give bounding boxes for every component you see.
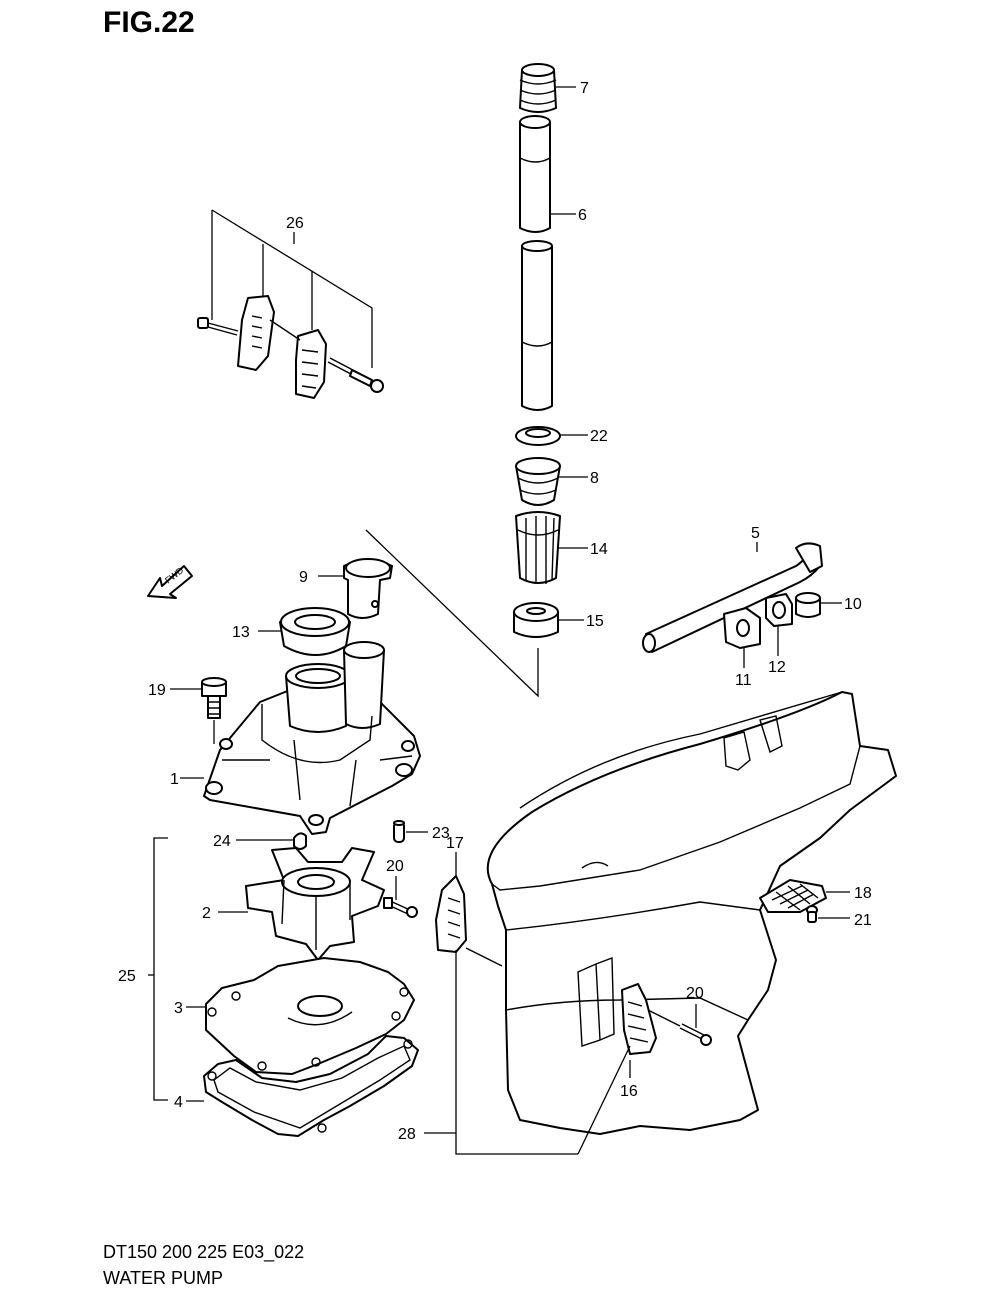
- part-11-grommet: [723, 607, 761, 649]
- callout-1: 1: [170, 771, 179, 788]
- part-22-seal: [515, 426, 561, 446]
- callout-13: 13: [232, 624, 250, 641]
- callout-8: 8: [590, 470, 599, 487]
- figure-code: DT150 200 225 E03_022: [103, 1242, 305, 1262]
- figure-name: WATER PUMP: [103, 1268, 223, 1288]
- callout-6: 6: [578, 207, 587, 224]
- callout-25: 25: [118, 968, 136, 985]
- forward-arrow-icon: FWD: [147, 565, 193, 599]
- part-9-bushing: [343, 558, 393, 619]
- callout-21: 21: [854, 912, 872, 929]
- part-10-cap: [795, 592, 821, 618]
- part-4-gasket: [203, 1035, 419, 1137]
- part-12-grommet: [765, 593, 793, 627]
- callout-18: 18: [854, 885, 872, 902]
- part-26-anode-set: [197, 209, 384, 399]
- callout-14: 14: [590, 541, 608, 558]
- part-20-bolt-left: [383, 897, 418, 918]
- part-21-screw: [806, 905, 818, 923]
- part-8-rubber-seal: [515, 457, 561, 506]
- callout-17: 17: [446, 835, 464, 852]
- part-13-seal: [279, 607, 351, 656]
- part-14-water-tube-seal: [515, 511, 561, 584]
- part-17-anode: [435, 852, 503, 967]
- callout-9: 9: [299, 569, 308, 586]
- part-6-water-tube: [519, 115, 553, 411]
- callout-23: 23: [432, 825, 450, 842]
- callout-15: 15: [586, 613, 604, 630]
- part-3-plate: [205, 957, 415, 1075]
- part-7-grommet: [519, 63, 557, 113]
- callout-3: 3: [174, 1000, 183, 1017]
- part-2-impeller: [245, 847, 385, 961]
- part-18-plate: [759, 879, 827, 913]
- part-16-anode: [621, 983, 657, 1055]
- part-28-gear-case: [486, 691, 897, 1135]
- callout-20-right: 20: [686, 985, 704, 1002]
- part-1-pump-case: [203, 641, 421, 835]
- callout-12: 12: [768, 659, 786, 676]
- callout-labels: 7 6 22 8 14 15 5 10 11 12 9 13 19 1 23 2…: [118, 80, 872, 1143]
- figure-title: FIG.22: [103, 6, 195, 39]
- part-15-seal: [513, 602, 559, 638]
- part-20-bolt-right: [647, 1009, 712, 1046]
- callout-2: 2: [202, 905, 211, 922]
- callout-26: 26: [286, 215, 304, 232]
- part-19-bolt: [201, 677, 227, 744]
- callout-20-left: 20: [386, 858, 404, 875]
- callout-leaders: [170, 86, 850, 1102]
- callout-4: 4: [174, 1094, 183, 1111]
- callout-22: 22: [590, 428, 608, 445]
- callout-24: 24: [213, 833, 231, 850]
- callout-5: 5: [751, 525, 760, 542]
- callout-11: 11: [735, 672, 752, 689]
- part-23-dowel-pin: [393, 820, 405, 843]
- callout-28: 28: [398, 1126, 416, 1143]
- callout-10: 10: [844, 596, 862, 613]
- callout-7: 7: [580, 80, 589, 97]
- part-24-key: [293, 832, 307, 850]
- callout-16: 16: [620, 1083, 638, 1100]
- callout-19: 19: [148, 682, 166, 699]
- part-5-tube: [642, 542, 823, 653]
